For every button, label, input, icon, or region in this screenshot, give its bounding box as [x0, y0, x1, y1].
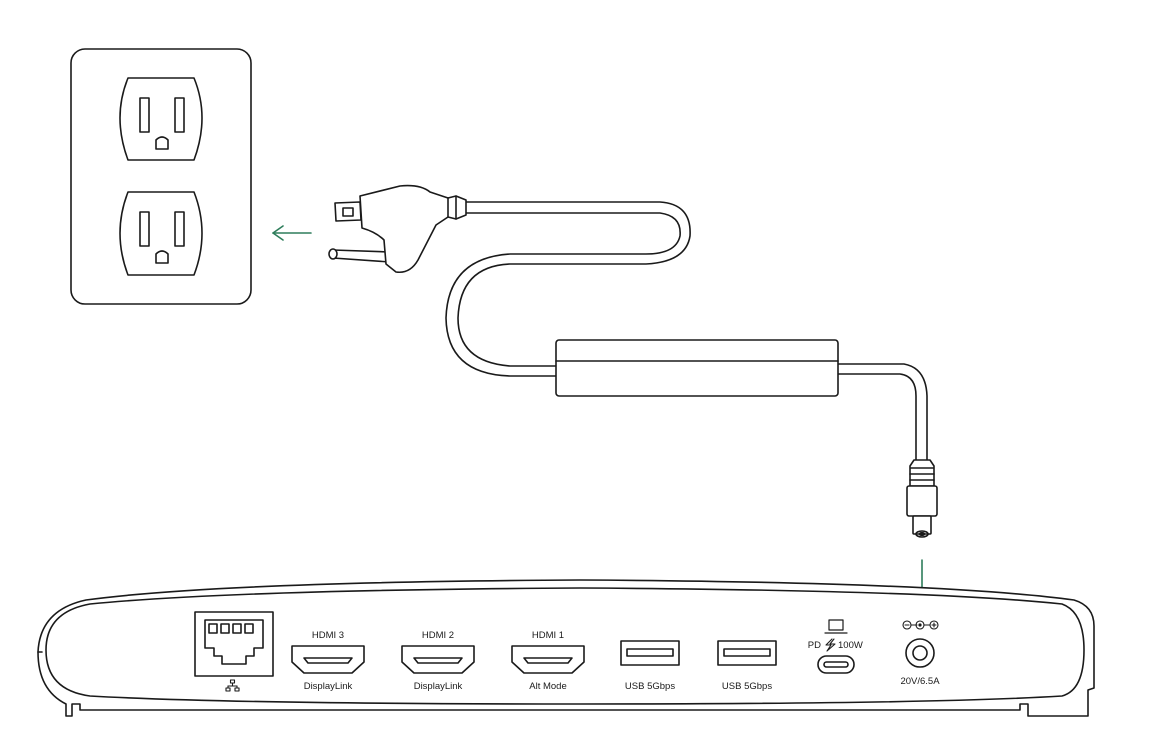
dock-inner-panel	[45, 587, 1085, 705]
plug-body	[359, 184, 467, 274]
lightning-icon	[825, 638, 836, 652]
dc-input-label: 20V/6.5A	[900, 676, 940, 687]
network-icon	[225, 679, 240, 692]
power-brick	[555, 339, 839, 397]
wall-outlet	[70, 48, 252, 305]
hdmi-port-3: HDMI 3 DisplayLink	[291, 630, 365, 692]
plug-prong-left	[334, 201, 362, 222]
hdmi3-label: HDMI 3	[312, 630, 344, 641]
pd-label: PD	[808, 640, 821, 651]
hdmi1-label: HDMI 1	[532, 630, 564, 641]
hdmi-port-2: HDMI 2 DisplayLink	[401, 630, 475, 692]
insert-plug-arrow	[272, 225, 312, 241]
ethernet-port	[194, 611, 274, 692]
dc-barrel-connector	[906, 459, 938, 538]
power-cord	[445, 201, 928, 461]
dc-polarity-icon	[902, 620, 939, 630]
ac-plug	[328, 184, 467, 274]
usb-a-1-label: USB 5Gbps	[625, 681, 675, 692]
hdmi2-mode-label: DisplayLink	[414, 681, 463, 692]
usb-a-2-label: USB 5Gbps	[722, 681, 772, 692]
hdmi3-mode-label: DisplayLink	[304, 681, 353, 692]
dc-input-port: 20V/6.5A	[900, 620, 940, 687]
usb-a-port-1: USB 5Gbps	[620, 640, 680, 692]
dock-outer-shell	[37, 579, 1095, 717]
plug-ground-pin	[332, 249, 391, 263]
usb-a-port-2: USB 5Gbps	[717, 640, 777, 692]
outlet-faceplate	[70, 48, 252, 305]
laptop-icon	[824, 619, 848, 634]
usb-c-pd-port: PD 100W	[808, 619, 863, 674]
docking-station: HDMI 3 DisplayLink HDMI 2 DisplayLink HD…	[37, 579, 1095, 717]
hdmi2-label: HDMI 2	[422, 630, 454, 641]
hdmi-port-1: HDMI 1 Alt Mode	[511, 630, 585, 692]
hdmi1-mode-label: Alt Mode	[529, 681, 567, 692]
outlet-receptacle-top	[119, 77, 203, 161]
pd-wattage-label: 100W	[838, 640, 863, 651]
outlet-receptacle-bottom	[119, 191, 203, 276]
